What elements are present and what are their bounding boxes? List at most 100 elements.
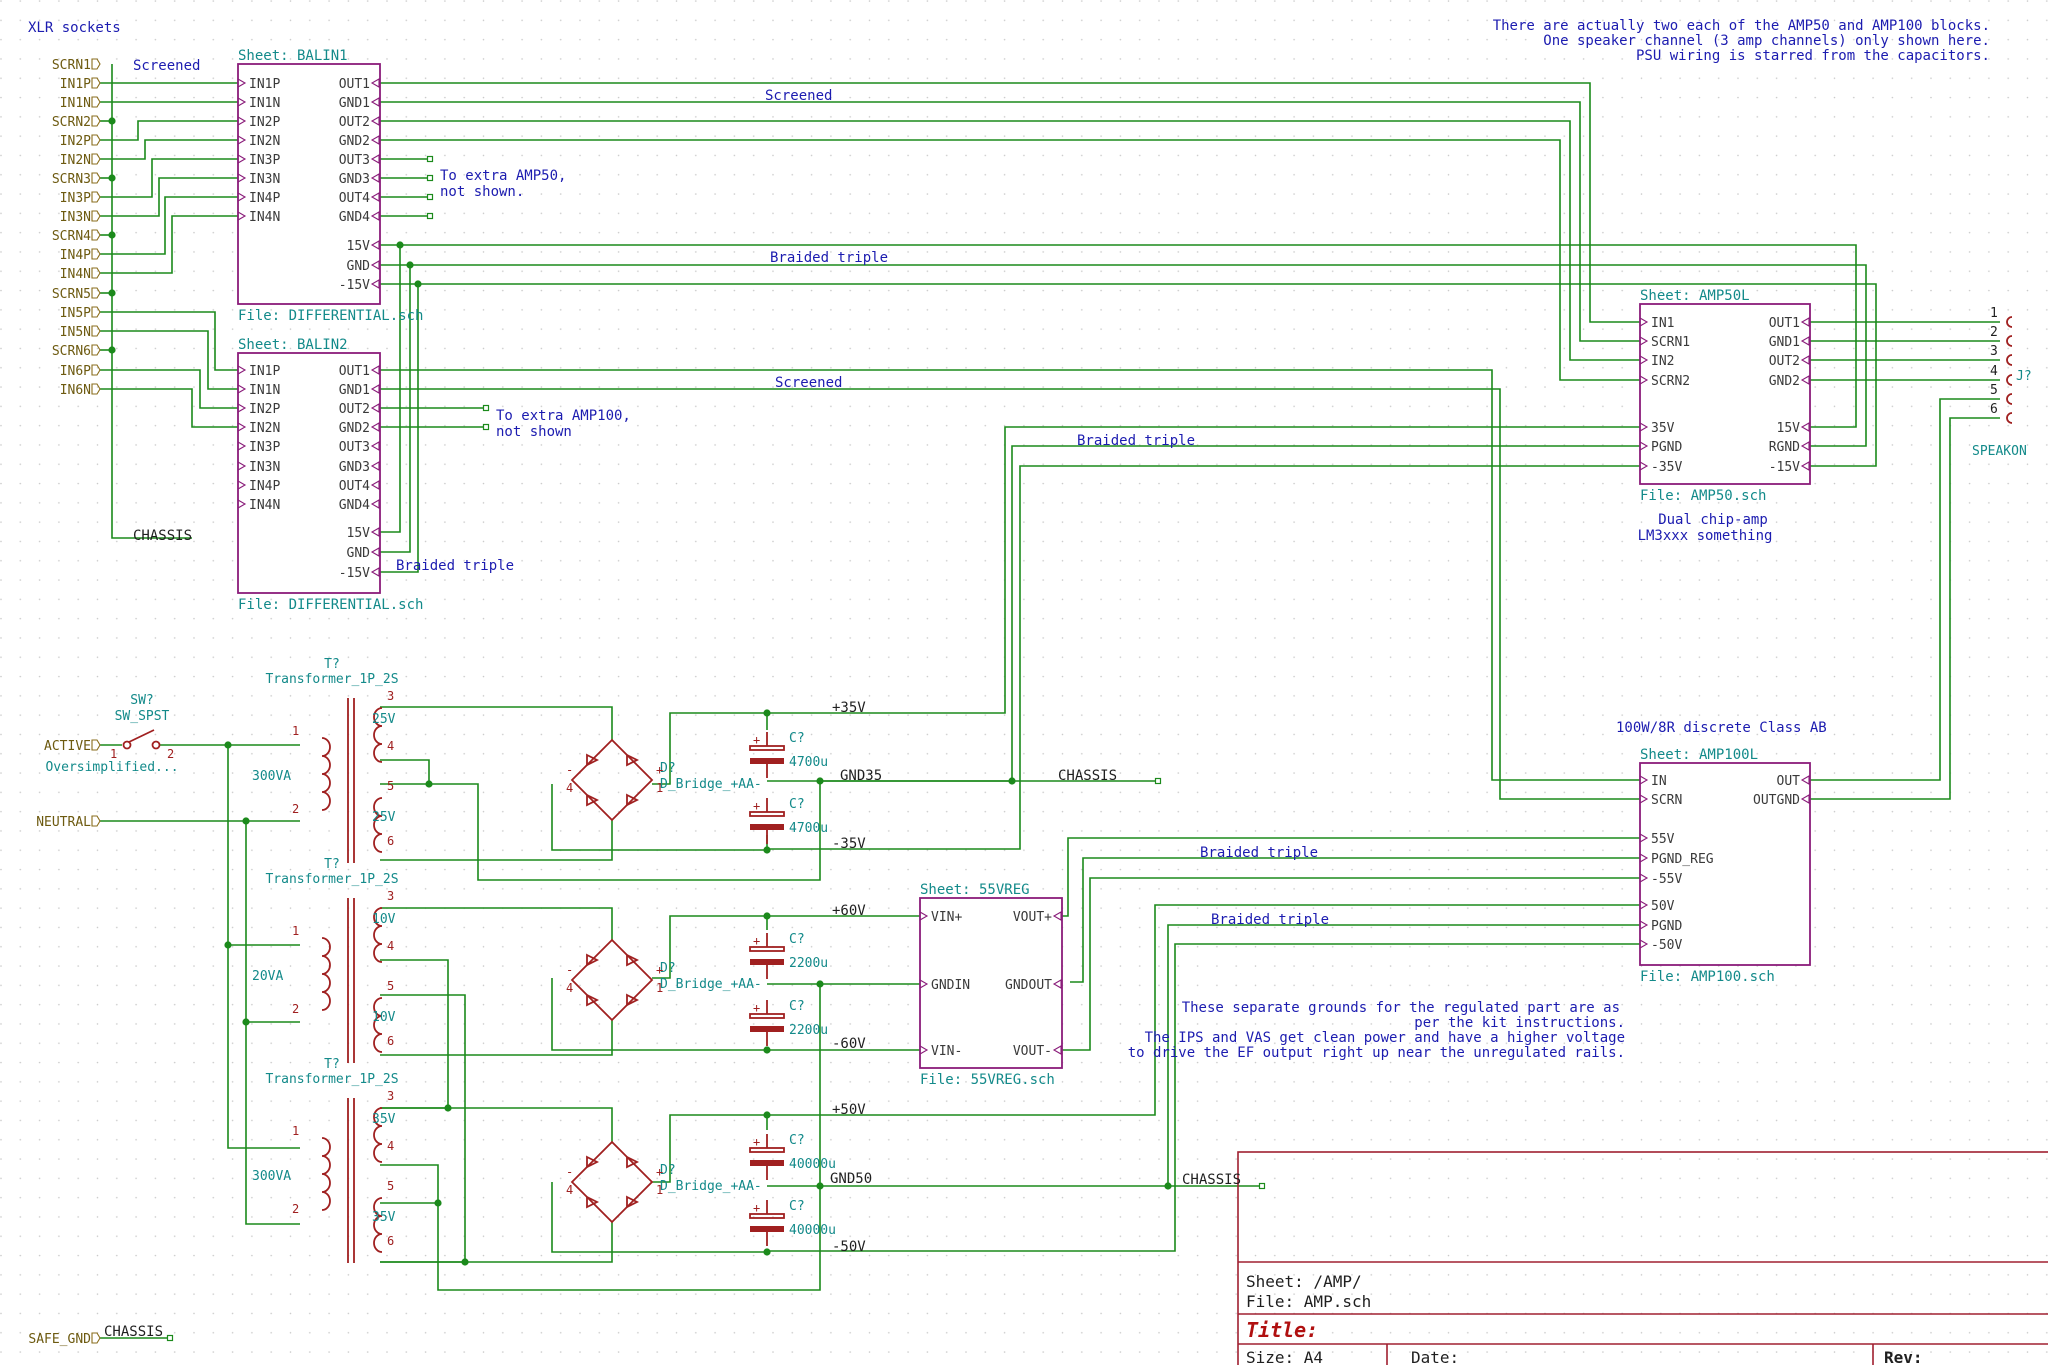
switch-value: SW_SPST — [115, 709, 170, 724]
transformer-s1-0: 25V — [372, 712, 396, 727]
capacitor-value-1: 4700u — [789, 821, 828, 836]
transformer-ref-1: T? — [324, 857, 340, 872]
open-wire-end — [1154, 777, 1162, 785]
junction-dot — [396, 241, 404, 249]
sheet-pin-balin1-r9: GND — [347, 259, 371, 274]
capacitor-plate-pos — [749, 946, 785, 952]
transformer-primary-coil — [321, 1137, 331, 1211]
sheet-pin-reg55-r0: VOUT+ — [1013, 910, 1052, 925]
sheet-pin-balin2-r7: GND4 — [339, 498, 370, 513]
sheet-pin-balin2-l7: IN4N — [249, 498, 280, 513]
sheet-pin-reg55-l0: VIN+ — [931, 910, 962, 925]
wire — [551, 784, 767, 851]
transformer-pin-2-1: 2 — [292, 1202, 299, 1216]
sheet-file-balin1: File: DIFFERENTIAL.sch — [238, 308, 423, 324]
net-label-gnd35: GND35 — [840, 768, 882, 784]
capacitor-value-3: 2200u — [789, 1023, 828, 1038]
transformer-pin-1-5: 6 — [387, 1034, 394, 1048]
global-label-9: SCRN4 — [52, 229, 91, 244]
sheet-amp100l — [1639, 762, 1811, 966]
sheet-pin-reg55-r2: VOUT- — [1013, 1044, 1052, 1059]
wire — [1167, 924, 1640, 1186]
connector-pin-3: 4 — [1990, 364, 1998, 379]
global-label-12: SCRN5 — [52, 287, 91, 302]
wire — [380, 907, 613, 940]
sheet-pin-balin2-l5: IN3N — [249, 460, 280, 475]
sheet-pin-shape — [370, 403, 380, 413]
capacitor-polarity-5: + — [753, 1201, 760, 1215]
connector-pin-0: 1 — [1990, 306, 1998, 321]
sheet-pin-balin1-l1: IN1N — [249, 96, 280, 111]
global-label-11: IN4N — [60, 267, 91, 282]
transformer-pin-0-4: 5 — [387, 779, 394, 793]
wire — [100, 139, 238, 160]
sheet-pin-shape — [237, 173, 247, 183]
sheet-pin-balin1-r0: OUT1 — [339, 77, 370, 92]
wire-label-braided-e: Braided triple — [1211, 912, 1329, 928]
capacitor-plate-neg — [750, 1226, 784, 1232]
diode-symbol — [586, 953, 600, 967]
sheet-pin-shape — [370, 441, 380, 451]
global-label-1: IN1P — [60, 77, 91, 92]
transformer-primary-coil — [321, 737, 331, 811]
connector-pin-socket — [2006, 354, 2013, 366]
wire — [100, 330, 238, 390]
transformer-secondary-coil — [373, 707, 383, 763]
open-wire-end — [482, 423, 490, 431]
label-shape — [91, 1332, 101, 1344]
transformer-pin-0-2: 3 — [387, 689, 394, 703]
wire — [380, 706, 613, 740]
transformer-s1-1: 10V — [372, 912, 396, 927]
sheet-pin-shape — [370, 135, 380, 145]
capacitor-polarity-3: + — [753, 1001, 760, 1015]
wire-label-screened-b: Screened — [765, 88, 832, 104]
diode-symbol — [626, 1195, 640, 1209]
sheet-balin1 — [237, 63, 381, 305]
sheet-pin-balin2-l4: IN3P — [249, 440, 280, 455]
open-wire-end — [166, 1334, 174, 1342]
connector-pin-2: 3 — [1990, 344, 1998, 359]
global-label-safe-gnd: SAFE_GND — [28, 1332, 91, 1347]
bridge-pin1-1: 1 — [656, 981, 663, 995]
sheet-pin-shape — [370, 240, 380, 250]
open-wire-end — [426, 193, 434, 201]
note-reg-4: to drive the EF output right up near the… — [1128, 1045, 1625, 1061]
bridge-pin1-2: 1 — [656, 1183, 663, 1197]
sheet-pin-shape — [1639, 441, 1649, 451]
capacitor-value-2: 2200u — [789, 956, 828, 971]
transformer-pin-2-0: 1 — [292, 1124, 299, 1138]
wire-label-braided-b: Braided triple — [396, 558, 514, 574]
sheet-pin-shape — [370, 527, 380, 537]
junction-dot — [414, 280, 422, 288]
sheet-file-amp100l: File: AMP100.sch — [1640, 969, 1775, 985]
bridge-value-0: D_Bridge_+AA- — [660, 777, 762, 792]
transformer-s2-0: 25V — [372, 810, 396, 825]
note-chip-1: Dual chip-amp — [1658, 512, 1768, 528]
capacitor-polarity-4: + — [753, 1135, 760, 1149]
junction-dot — [108, 117, 116, 125]
sheet-pin-amp50l-l5: PGND — [1651, 440, 1682, 455]
diode-symbol — [586, 793, 600, 807]
label-shape — [91, 344, 101, 356]
transformer-secondary-coil — [373, 1197, 383, 1253]
sheet-pin-shape — [237, 192, 247, 202]
wire — [380, 101, 1640, 342]
sheet-name-reg55: Sheet: 55VREG — [920, 882, 1030, 898]
capacitor-plate-neg — [750, 758, 784, 764]
sheet-pin-balin2-r1: GND1 — [339, 383, 370, 398]
junction-dot — [763, 912, 771, 920]
sheet-pin-shape — [370, 365, 380, 375]
sheet-pin-balin1-r10: -15V — [339, 278, 370, 293]
capacitor-polarity-2: + — [753, 934, 760, 948]
sheet-pin-balin2-r5: GND3 — [339, 460, 370, 475]
label-shape — [91, 383, 101, 395]
net-label-p50: +50V — [832, 1102, 866, 1118]
title-block-date: Date: — [1411, 1348, 1459, 1365]
diode-symbol — [626, 793, 640, 807]
wire — [652, 915, 768, 979]
sheet-pin-balin1-r2: OUT2 — [339, 115, 370, 130]
sheet-pin-balin1-r8: 15V — [347, 239, 371, 254]
connector-pin-1: 2 — [1990, 325, 1998, 340]
capacitor-plate-pos — [749, 1213, 785, 1219]
sheet-pin-balin1-l4: IN3P — [249, 153, 280, 168]
